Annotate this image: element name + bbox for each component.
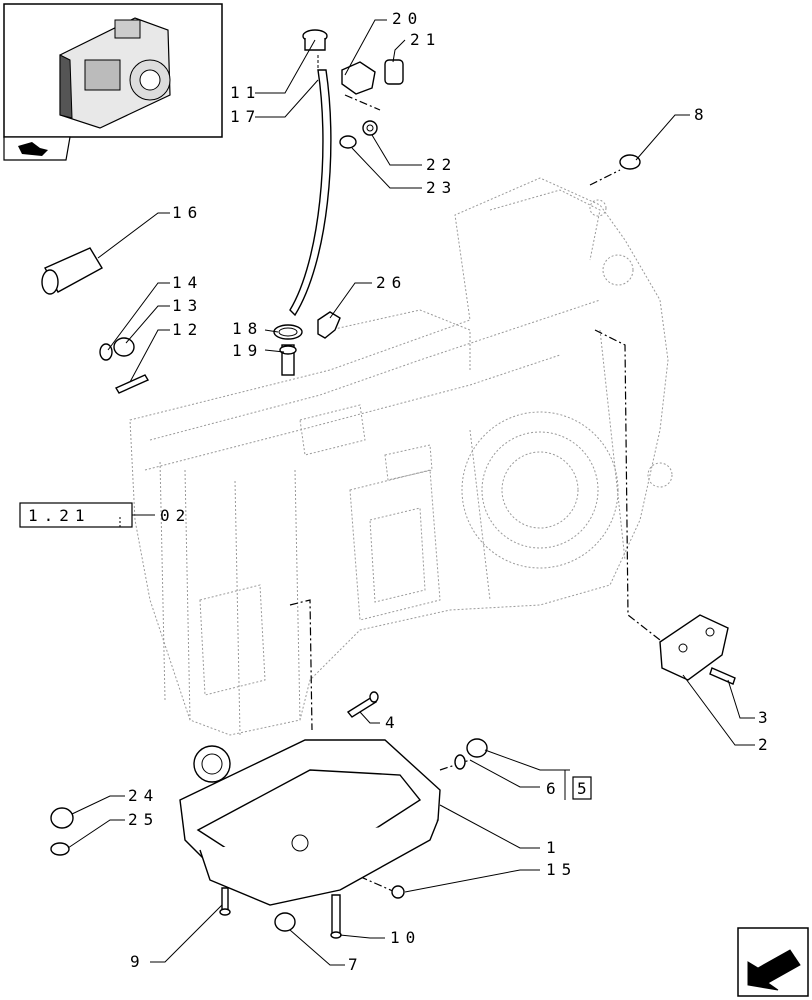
reference-link[interactable]: 1.21 02 xyxy=(19,502,191,528)
leader-lines xyxy=(67,19,755,966)
bolt-3[interactable] xyxy=(709,667,736,685)
label-5[interactable]: 5 xyxy=(577,779,593,798)
bolt-12[interactable] xyxy=(114,374,150,394)
label-4[interactable]: 4 xyxy=(385,713,401,732)
ref-box-left: 1.21 xyxy=(28,506,91,525)
connector-sump xyxy=(289,599,313,731)
bolt-washer[interactable] xyxy=(339,120,378,149)
label-20[interactable]: 20 xyxy=(392,9,423,28)
banjo-bolt[interactable] xyxy=(279,344,297,376)
label-17[interactable]: 17 xyxy=(230,107,261,126)
plug-24[interactable] xyxy=(50,807,74,856)
overview-thumbnail[interactable] xyxy=(3,3,223,161)
bolt-9[interactable] xyxy=(219,887,231,916)
plug-6[interactable] xyxy=(454,738,488,770)
plug-7[interactable] xyxy=(274,912,296,932)
label-9[interactable]: 9 xyxy=(130,952,146,971)
label-11[interactable]: 11 xyxy=(230,83,261,102)
label-24[interactable]: 24 xyxy=(128,786,159,805)
elbow-fitting[interactable] xyxy=(317,311,341,339)
bolt-4[interactable] xyxy=(346,691,379,718)
label-2[interactable]: 2 xyxy=(758,735,774,754)
label-5-box xyxy=(572,776,592,800)
label-22[interactable]: 22 xyxy=(426,155,457,174)
connector-plug6 xyxy=(439,759,471,771)
plug-13-14[interactable] xyxy=(99,337,135,361)
label-23[interactable]: 23 xyxy=(426,178,457,197)
book-icon xyxy=(18,142,48,156)
label-8[interactable]: 8 xyxy=(694,105,710,124)
label-14[interactable]: 14 xyxy=(172,273,203,292)
label-12[interactable]: 12 xyxy=(172,320,203,339)
label-7[interactable]: 7 xyxy=(348,955,364,974)
label-18[interactable]: 18 xyxy=(232,319,263,338)
label-15[interactable]: 15 xyxy=(546,860,577,879)
housing-outline xyxy=(129,177,673,736)
part-labels: 11 17 20 21 22 23 8 16 14 13 12 26 18 19… xyxy=(128,9,774,974)
label-10[interactable]: 10 xyxy=(390,928,421,947)
connector-plug15 xyxy=(344,869,396,893)
label-16[interactable]: 16 xyxy=(172,203,203,222)
tube-clamp[interactable] xyxy=(273,324,303,340)
filter-cartridge[interactable] xyxy=(41,247,103,295)
label-3[interactable]: 3 xyxy=(758,708,774,727)
pipe-clip[interactable] xyxy=(341,59,404,111)
plug-15[interactable] xyxy=(391,885,405,899)
label-25[interactable]: 25 xyxy=(128,810,159,829)
label-19[interactable]: 19 xyxy=(232,341,263,360)
connector-bracket xyxy=(594,329,661,641)
ref-box-right: 02 xyxy=(160,506,191,525)
bolt-10[interactable] xyxy=(330,894,342,939)
oil-sump[interactable] xyxy=(179,739,441,906)
label-26[interactable]: 26 xyxy=(376,273,407,292)
next-page-button[interactable] xyxy=(737,927,809,997)
arrow-icon xyxy=(747,949,801,991)
plug-8[interactable] xyxy=(589,154,641,186)
bracket-2[interactable] xyxy=(659,614,729,681)
label-13[interactable]: 13 xyxy=(172,296,203,315)
label-6[interactable]: 6 xyxy=(546,779,562,798)
label-1[interactable]: 1 xyxy=(546,838,562,857)
dipstick-tube[interactable] xyxy=(289,29,332,317)
label-21[interactable]: 21 xyxy=(410,30,441,49)
